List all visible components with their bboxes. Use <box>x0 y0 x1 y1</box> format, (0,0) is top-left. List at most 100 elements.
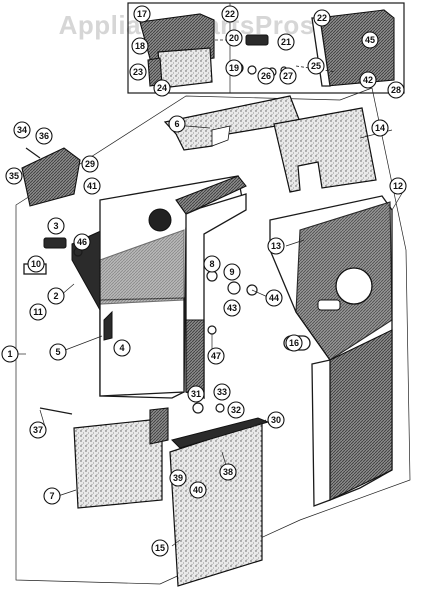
callout-number: 7 <box>49 491 54 501</box>
callout-number: 36 <box>39 131 49 141</box>
callout-c38: 38 <box>219 463 237 481</box>
callout-c7: 7 <box>43 487 61 505</box>
callout-number: 11 <box>33 307 43 317</box>
callout-c10: 10 <box>27 255 45 273</box>
callout-number: 16 <box>289 338 299 348</box>
callout-number: 30 <box>271 415 281 425</box>
left-panel-top-flange <box>175 175 247 215</box>
callout-circle <box>187 385 205 403</box>
callout-c32: 32 <box>227 401 245 419</box>
callout-c43: 43 <box>223 299 241 317</box>
callout-c42: 42 <box>359 71 377 89</box>
callout-number: 22 <box>317 13 327 23</box>
switch-body <box>43 237 67 249</box>
callout-circle <box>227 401 245 419</box>
callout-c13: 13 <box>267 237 285 255</box>
callout-circle <box>5 167 23 185</box>
callout-c21: 21 <box>277 33 295 51</box>
callout-number: 32 <box>231 405 241 415</box>
callout-c2: 2 <box>47 287 65 305</box>
callout-number: 9 <box>229 267 234 277</box>
callout-number: 35 <box>9 171 19 181</box>
callout-c22b: 22 <box>313 9 331 27</box>
callout-number: 2 <box>53 291 58 301</box>
callout-c30: 30 <box>267 411 285 429</box>
callout-number: 19 <box>229 63 239 73</box>
callout-number: 12 <box>393 181 403 191</box>
callout-c28: 28 <box>387 81 405 99</box>
inset-nut-b <box>247 65 257 75</box>
callout-circle <box>359 71 377 89</box>
callout-c41: 41 <box>83 177 101 195</box>
callout-number: 37 <box>33 425 43 435</box>
callout-c25: 25 <box>307 57 325 75</box>
callout-c27: 27 <box>279 67 297 85</box>
left-panel-front <box>99 297 185 397</box>
callout-circle <box>213 383 231 401</box>
callout-c19: 19 <box>225 59 243 77</box>
callout-circle <box>277 33 295 51</box>
callout-circle <box>29 303 47 321</box>
callout-c16: 16 <box>285 334 303 352</box>
top-inset-box <box>127 2 405 94</box>
callout-c23: 23 <box>129 63 147 81</box>
callout-number: 17 <box>137 9 147 19</box>
callout-c39: 39 <box>169 469 187 487</box>
callout-number: 45 <box>365 35 375 45</box>
left-lower-insulation <box>73 413 163 509</box>
callout-c14: 14 <box>371 119 389 137</box>
callout-c9: 9 <box>223 263 241 281</box>
callout-circle <box>361 31 379 49</box>
callout-number: 4 <box>119 343 124 353</box>
callout-circle <box>279 67 297 85</box>
callout-c12: 12 <box>389 177 407 195</box>
callout-number: 29 <box>85 159 95 169</box>
callout-c45: 45 <box>361 31 379 49</box>
callout-c40: 40 <box>189 481 207 499</box>
callout-circle <box>203 255 221 273</box>
callout-c22a: 22 <box>221 5 239 23</box>
callout-c29: 29 <box>81 155 99 173</box>
callout-circle <box>153 79 171 97</box>
callout-c11: 11 <box>29 303 47 321</box>
callout-circle <box>285 334 303 352</box>
callout-number: 23 <box>133 67 143 77</box>
callout-number: 21 <box>281 37 291 47</box>
callout-c15: 15 <box>151 539 169 557</box>
callout-c5: 5 <box>49 343 67 361</box>
callout-number: 22 <box>225 9 235 19</box>
callout-number: 46 <box>77 237 87 247</box>
callout-circle <box>169 469 187 487</box>
callout-number: 40 <box>193 485 203 495</box>
callout-circle <box>219 463 237 481</box>
callout-circle <box>81 155 99 173</box>
callout-c3: 3 <box>47 217 65 235</box>
callout-circle <box>133 5 151 23</box>
callout-circle <box>1 345 19 363</box>
callout-c46: 46 <box>73 233 91 251</box>
callout-c31: 31 <box>187 385 205 403</box>
callout-c18: 18 <box>131 37 149 55</box>
callout-number: 8 <box>209 259 214 269</box>
callout-circle <box>371 119 389 137</box>
callout-circle <box>129 63 147 81</box>
callout-c35: 35 <box>5 167 23 185</box>
callout-number: 26 <box>261 71 271 81</box>
callout-circle <box>27 255 45 273</box>
callout-circle <box>267 411 285 429</box>
callout-circle <box>35 127 53 145</box>
callout-number: 1 <box>7 349 12 359</box>
callout-c44: 44 <box>265 289 283 307</box>
callout-number: 38 <box>223 467 233 477</box>
callout-c8: 8 <box>203 255 221 273</box>
callout-c6: 6 <box>168 115 186 133</box>
callout-circle <box>168 115 186 133</box>
callout-circle <box>223 299 241 317</box>
callout-number: 31 <box>191 389 201 399</box>
callout-circle <box>49 343 67 361</box>
callout-number: 41 <box>87 181 97 191</box>
callout-circle <box>221 5 239 23</box>
callout-number: 25 <box>311 61 321 71</box>
